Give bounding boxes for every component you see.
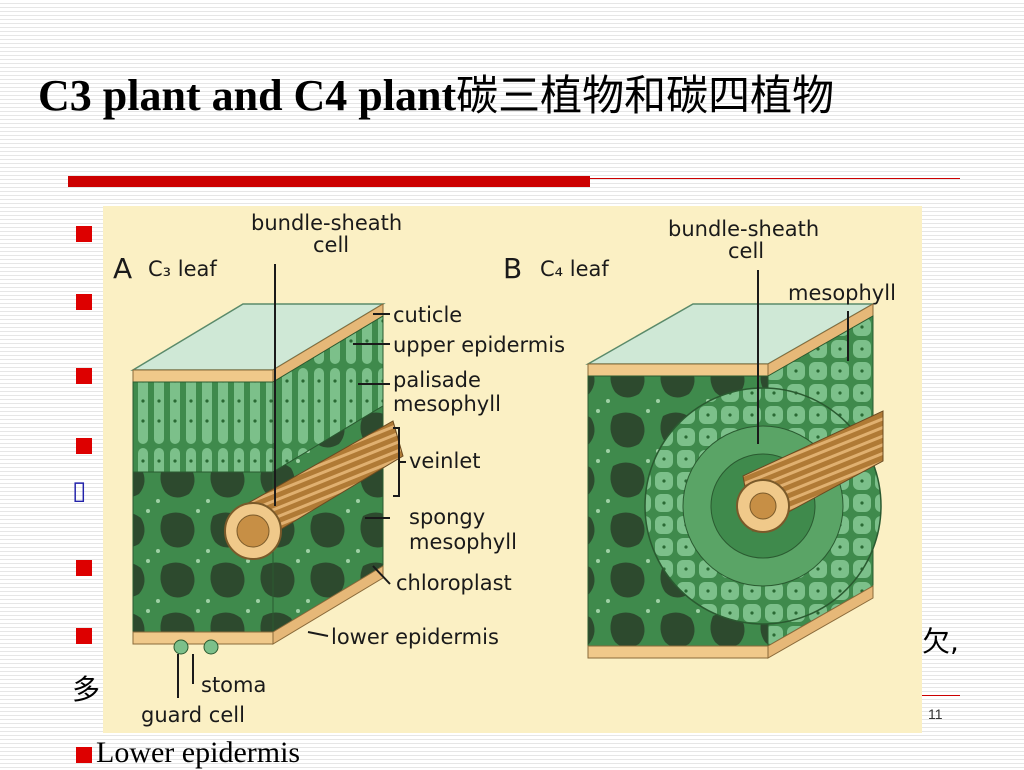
title-underline-thin <box>590 178 960 179</box>
label-b-bundle-sheath-cell: cell <box>728 239 764 263</box>
partial-text-right: 欠, <box>922 625 959 658</box>
c3-leaf-block <box>130 303 404 655</box>
label-b-mesophyll: mesophyll <box>788 281 896 305</box>
panel-b-letter: B <box>503 252 522 285</box>
c4-leaf-block <box>585 303 884 659</box>
label-lower-epidermis: lower epidermis <box>331 625 499 649</box>
c3-leader-lines <box>177 264 406 698</box>
title-english: C3 plant and C4 plant <box>38 71 457 120</box>
label-stoma: stoma <box>201 673 266 697</box>
label-palisade: palisade <box>393 368 481 392</box>
leaf-anatomy-svg: A C₃ leaf bundle-sheath cell cuticle upp… <box>113 211 896 727</box>
label-spongy-mesophyll: mesophyll <box>409 530 517 554</box>
sub-bullet-icon: ▯ <box>72 476 87 506</box>
label-upper-epidermis: upper epidermis <box>393 333 565 357</box>
page-number: 11 <box>928 706 943 722</box>
bullet-marker <box>76 294 92 310</box>
label-guard-cell: guard cell <box>141 703 245 727</box>
bottom-bullet-text: Lower epidermis <box>96 736 301 769</box>
label-veinlet: veinlet <box>409 449 480 473</box>
label-chloroplast: chloroplast <box>396 571 512 595</box>
panel-a-title: C₃ leaf <box>148 257 217 281</box>
footer-rule <box>920 695 960 696</box>
title-chinese: 碳三植物和碳四植物 <box>456 71 835 120</box>
panel-a-letter: A <box>113 252 132 285</box>
bullet-marker <box>76 560 92 576</box>
bullet-marker <box>76 226 92 242</box>
label-a-bundle-sheath-cell: cell <box>313 233 349 257</box>
panel-b-title: C₄ leaf <box>540 257 609 281</box>
c4-leader-lines <box>757 270 849 444</box>
slide-title: C3 plant and C4 plant碳三植物和碳四植物 <box>38 71 998 120</box>
label-b-bundle-sheath: bundle-sheath <box>668 217 819 241</box>
bullet-marker <box>76 747 92 764</box>
leaf-anatomy-figure: A C₃ leaf bundle-sheath cell cuticle upp… <box>103 206 922 733</box>
bullet-marker <box>76 368 92 384</box>
bottom-bullet: Lower epidermis <box>76 736 300 770</box>
label-cuticle: cuticle <box>393 303 462 327</box>
bullet-marker <box>76 628 92 644</box>
label-a-bundle-sheath: bundle-sheath <box>251 211 402 235</box>
partial-text-left: 多 <box>72 673 101 706</box>
title-underline-thick <box>68 176 590 187</box>
label-spongy: spongy <box>409 505 485 529</box>
label-palisade-mesophyll: mesophyll <box>393 392 501 416</box>
bullet-marker <box>76 438 92 454</box>
